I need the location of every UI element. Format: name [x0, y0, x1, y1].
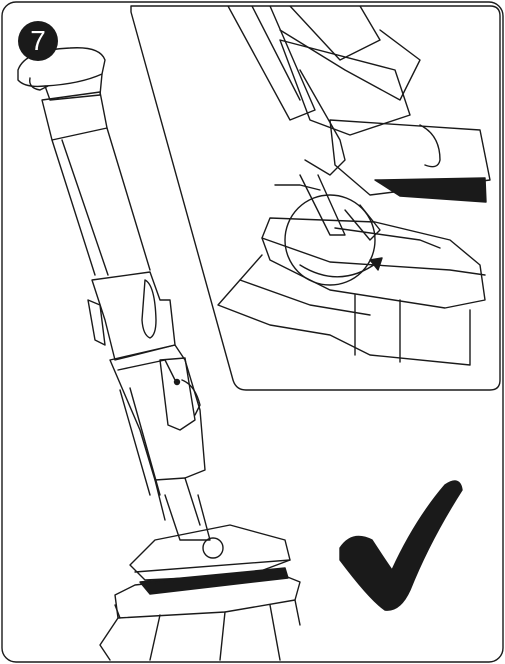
rotation-arrow: [299, 261, 379, 278]
cleaning-pad: [114, 569, 301, 619]
checkmark-icon: [339, 480, 463, 611]
detail-head-locking: [217, 6, 491, 366]
arrow-head-icon: [369, 257, 383, 271]
detail-inset: [130, 5, 501, 391]
vacuum-main-view: [17, 47, 301, 661]
step-number-badge: 7: [18, 21, 58, 61]
highlight-circle: [284, 194, 376, 286]
